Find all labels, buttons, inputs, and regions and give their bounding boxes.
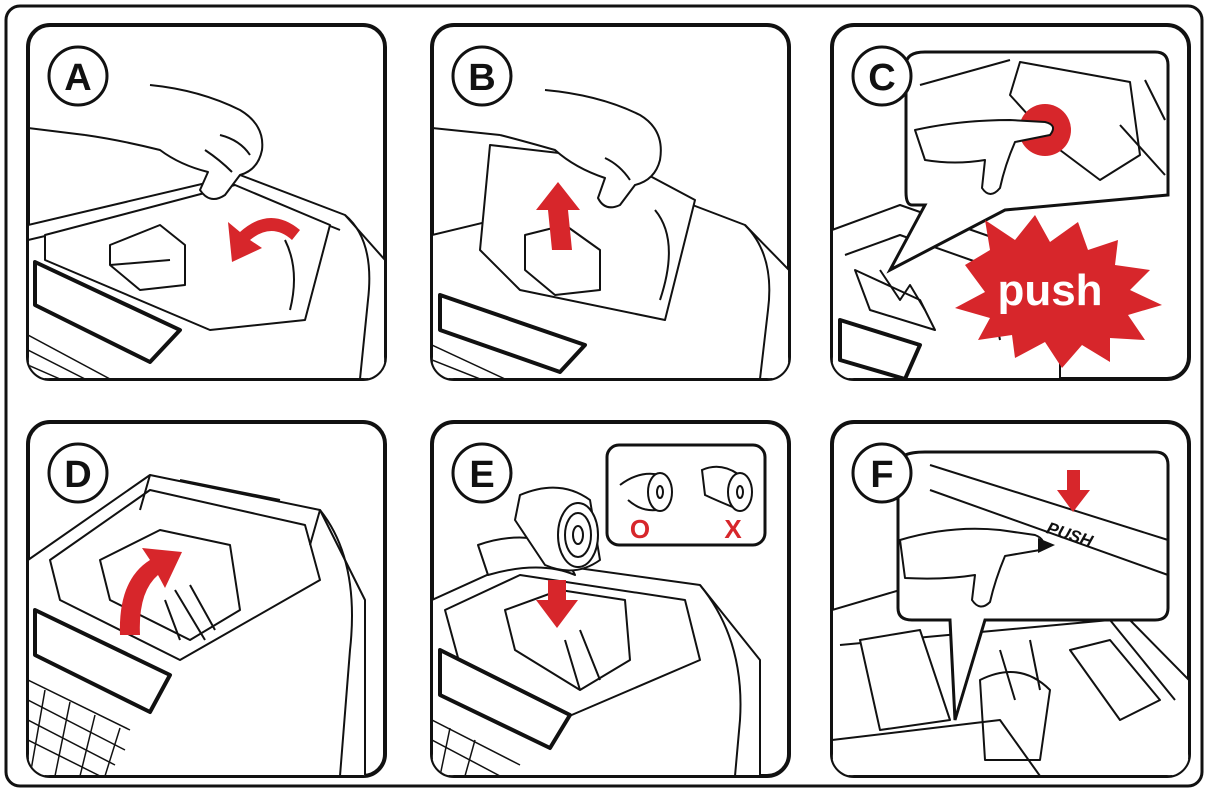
panel-c: push C [830, 23, 1191, 381]
panel-e-label: E [469, 454, 494, 496]
panel-b: B [430, 23, 791, 381]
panel-a-arrow [228, 217, 300, 262]
panel-f-label: F [870, 454, 893, 496]
panel-e-wrong-mark: X [724, 514, 742, 544]
panel-c-label: C [868, 57, 895, 99]
panel-e: O X E [430, 420, 791, 778]
panel-f-push-arrow-icon [1038, 538, 1055, 553]
panel-b-badge [451, 45, 513, 107]
panel-d: D [26, 420, 387, 778]
panel-f: PUSH F [830, 420, 1191, 778]
panel-c-badge [851, 45, 913, 107]
panel-e-correct-mark: O [630, 514, 650, 544]
panel-e-roll-wrong-icon [700, 465, 753, 512]
panel-d-arrow [119, 548, 182, 635]
panel-b-label: B [468, 57, 495, 99]
panel-a: A [26, 23, 387, 381]
panel-f-hand [899, 527, 1045, 608]
panel-e-arrow [536, 580, 578, 628]
panel-a-label: A [64, 57, 91, 99]
panel-c-push-text: push [997, 266, 1102, 315]
panel-c-push-burst [955, 215, 1162, 368]
panel-e-badge [451, 442, 513, 504]
panel-b-arrow [536, 182, 580, 250]
panel-e-roll-correct-icon [619, 472, 673, 512]
panel-d-badge [47, 442, 109, 504]
panel-a-badge [47, 45, 109, 107]
panel-f-badge [851, 442, 913, 504]
panel-f-arrow [1057, 470, 1090, 512]
panel-d-label: D [64, 454, 91, 496]
